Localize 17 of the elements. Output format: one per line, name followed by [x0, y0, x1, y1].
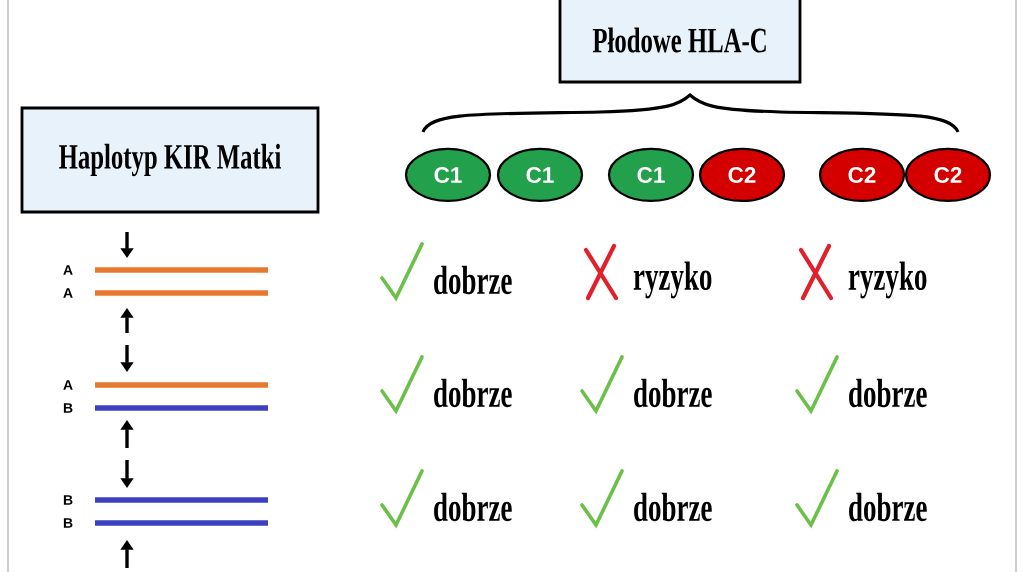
result-text: ryzyko [633, 261, 712, 299]
allele-letter: A [63, 288, 73, 298]
result-text: dobrze [849, 492, 927, 522]
allele-letter: B [63, 495, 73, 505]
allele-letter: B [63, 518, 73, 528]
result-text: dobrze [634, 492, 712, 522]
result-text: ryzyko [848, 261, 927, 299]
result-text: dobrze [634, 378, 712, 408]
allele-letter: A [63, 380, 73, 390]
title-box: Płodowe HLA-C [558, 0, 802, 84]
result-text: dobrze [434, 265, 512, 295]
title-box: Haplotyp KIR Matki [20, 106, 320, 214]
result-text: dobrze [434, 378, 512, 408]
result-text: dobrze [434, 492, 512, 522]
allele-letter: A [63, 265, 73, 275]
result-text: dobrze [849, 378, 927, 408]
allele-letter: B [63, 403, 73, 413]
